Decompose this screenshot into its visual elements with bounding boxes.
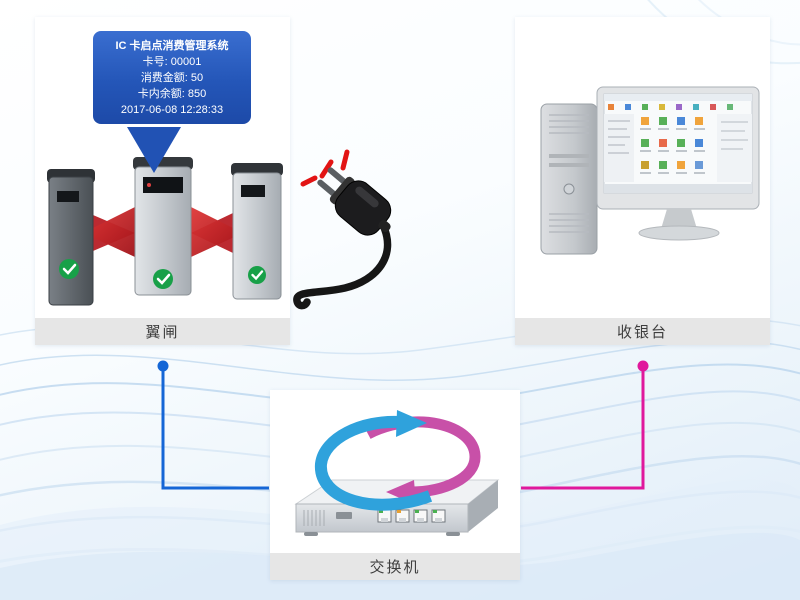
gate-pillar-left bbox=[47, 169, 95, 306]
bubble-balance: 卡内余额: 850 bbox=[137, 88, 207, 100]
cashier-node-dot bbox=[637, 360, 649, 372]
gate-label: 翼闸 bbox=[35, 318, 290, 345]
turnstile-illustration bbox=[47, 157, 283, 306]
software-icon-grid bbox=[640, 117, 705, 174]
red-wing-icon bbox=[191, 207, 243, 257]
cashier-to-switch-line bbox=[521, 360, 649, 490]
bubble-title: IC 卡启点消费管理系统 bbox=[115, 40, 229, 52]
red-wing-icon bbox=[83, 207, 135, 257]
plug-body bbox=[317, 167, 392, 236]
bubble-tail bbox=[127, 127, 181, 173]
software-toolbar-icons bbox=[608, 104, 733, 110]
computer-illustration bbox=[540, 86, 760, 255]
cashier-panel: 收银台 bbox=[515, 17, 770, 345]
switch-panel: 交换机 bbox=[270, 390, 520, 580]
power-cable bbox=[293, 221, 392, 310]
ic-card-info-bubble: IC 卡启点消费管理系统 卡号: 00001 消费金额: 50 卡内余额: 85… bbox=[93, 31, 251, 124]
computer-monitor bbox=[596, 86, 760, 241]
bubble-datetime: 2017-06-08 12:28:33 bbox=[120, 104, 224, 116]
ethernet-ports bbox=[377, 509, 446, 523]
power-plug-icon bbox=[293, 149, 392, 310]
bubble-amount: 消费金额: 50 bbox=[140, 72, 204, 84]
sync-arrows-icon bbox=[314, 410, 481, 511]
gate-panel: IC 卡启点消费管理系统 卡号: 00001 消费金额: 50 卡内余额: 85… bbox=[35, 17, 290, 345]
gate-to-switch-line bbox=[157, 360, 269, 490]
computer-tower bbox=[540, 103, 598, 255]
bubble-card-no: 卡号: 00001 bbox=[142, 56, 202, 68]
switch-illustration bbox=[294, 410, 500, 536]
switch-label: 交换机 bbox=[270, 553, 520, 580]
gate-pillar-middle bbox=[133, 157, 193, 296]
cashier-label: 收银台 bbox=[515, 318, 770, 345]
gate-pillar-right bbox=[231, 163, 283, 300]
spark-icon bbox=[300, 149, 350, 187]
gate-node-dot bbox=[157, 360, 169, 372]
